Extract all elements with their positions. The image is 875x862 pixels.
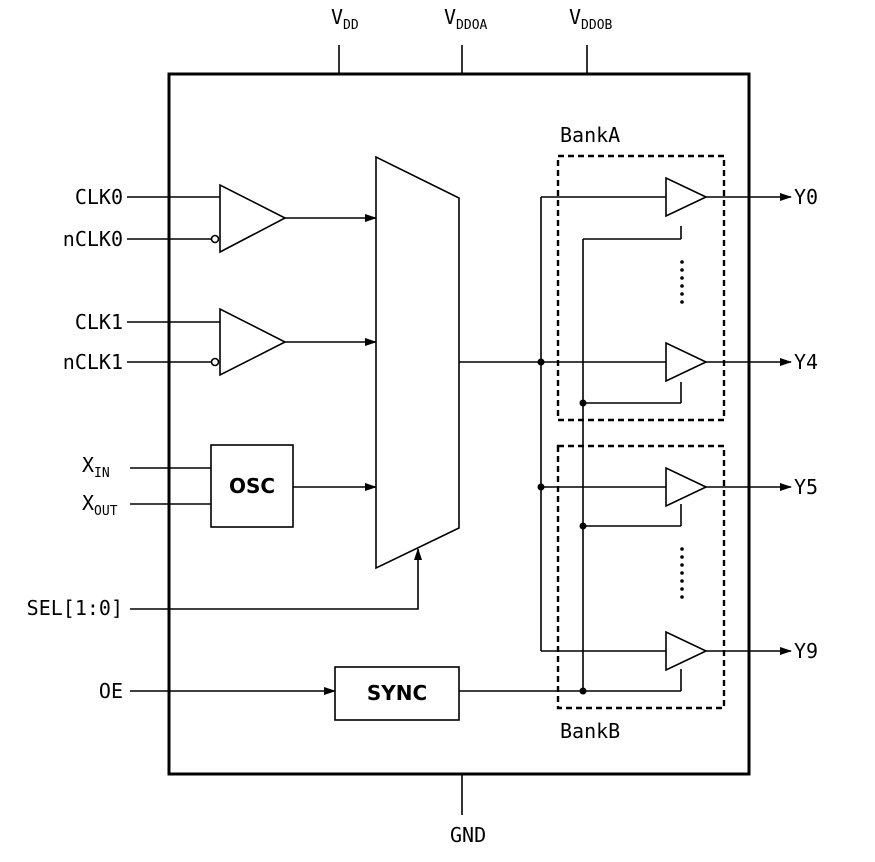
vddoa-label: VDDOA [444, 5, 488, 33]
y5-label: Y5 [794, 475, 818, 499]
bank-b-label: BankB [560, 719, 620, 743]
output-buffer-y4 [665, 341, 708, 383]
osc-block [210, 444, 294, 528]
oe-label: OE [99, 679, 123, 703]
output-buffer-y0 [665, 176, 708, 218]
nclk0-label: nCLK0 [63, 227, 123, 251]
sync-block [334, 666, 460, 721]
junction-dot [579, 687, 587, 695]
sync-label: SYNC [367, 681, 427, 705]
xout-label: XOUT [82, 491, 118, 519]
nclk1-label: nCLK1 [63, 350, 123, 374]
junction-dot [579, 399, 587, 407]
output-buffer-y5 [665, 466, 708, 508]
bank-a-label: BankA [560, 123, 620, 147]
bank-a-ellipsis [680, 260, 684, 304]
chip-outline [167, 72, 751, 776]
bank-b-ellipsis [680, 547, 684, 599]
bank-a-box [556, 154, 726, 422]
sel-wire [130, 548, 422, 610]
clk0-label: CLK0 [75, 185, 123, 209]
bank-b-box [556, 444, 726, 710]
junction-dot [579, 522, 587, 530]
multiplexer [375, 155, 460, 570]
sel-label: SEL[1:0] [27, 596, 123, 620]
clk1-label: CLK1 [75, 310, 123, 334]
y9-label: Y9 [794, 639, 818, 663]
inversion-bubble-1 [210, 357, 220, 367]
y4-label: Y4 [794, 350, 818, 374]
osc-label: OSC [229, 474, 275, 498]
gnd-label: GND [450, 823, 486, 847]
input-buffer-0 [219, 183, 287, 254]
junction-dot [537, 358, 545, 366]
vddob-label: VDDOB [569, 5, 613, 33]
vdd-label: VDD [331, 5, 359, 33]
junction-dot [537, 483, 545, 491]
xin-label: XIN [82, 453, 110, 481]
y0-label: Y0 [794, 185, 818, 209]
input-buffer-1 [219, 307, 287, 377]
inversion-bubble-0 [210, 234, 220, 244]
output-buffer-y9 [665, 630, 708, 672]
